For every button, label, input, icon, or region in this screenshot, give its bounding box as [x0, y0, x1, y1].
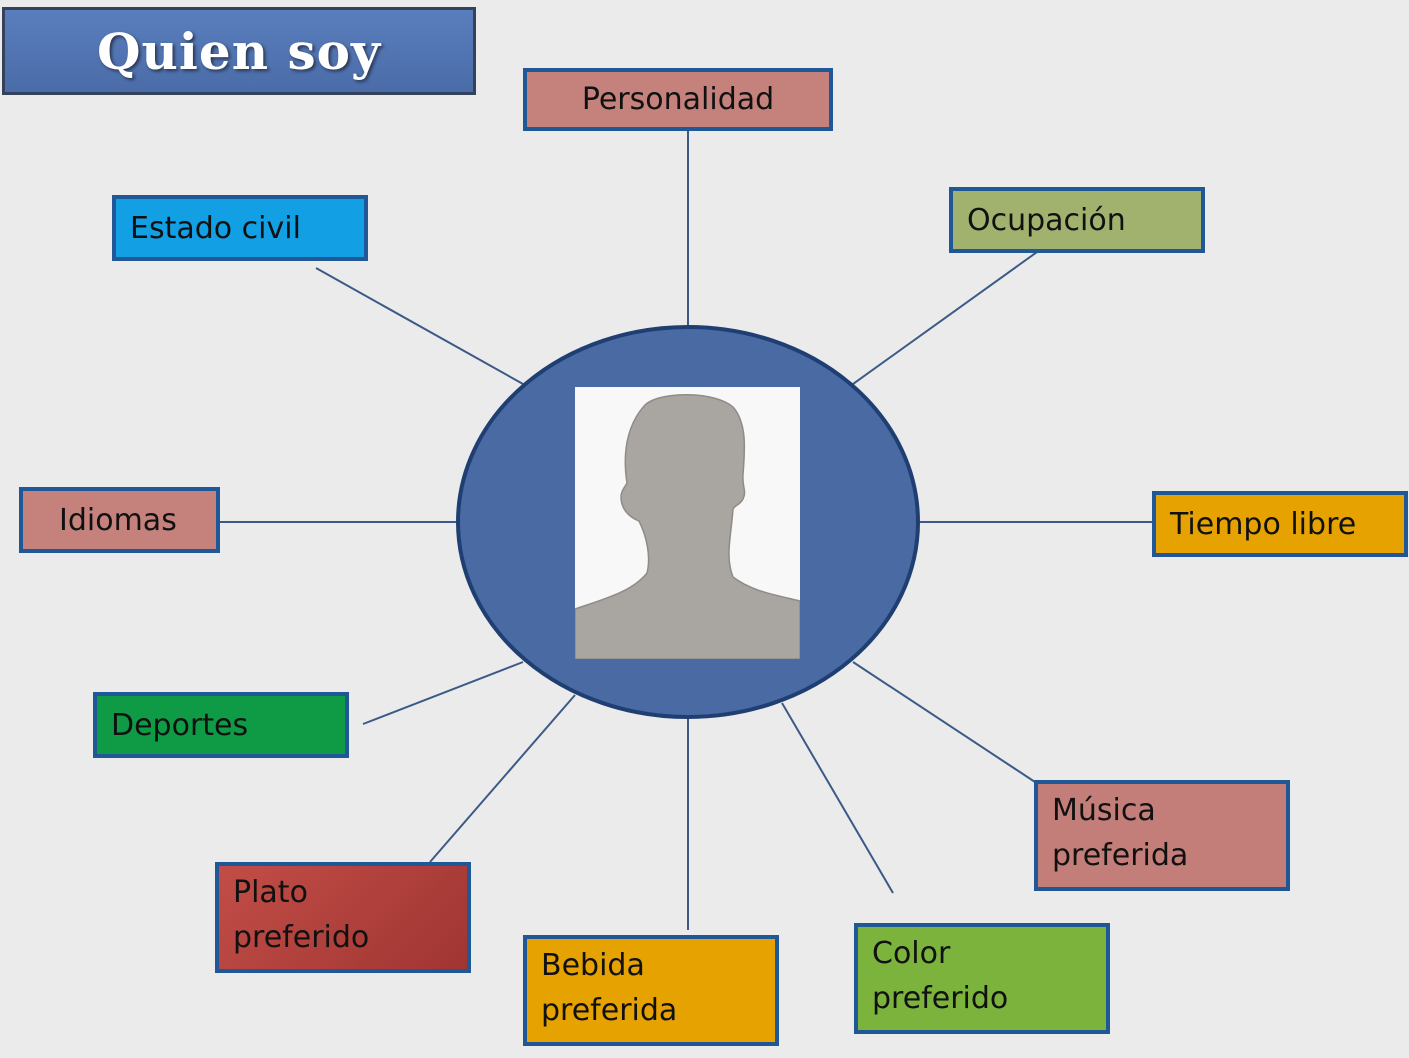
connector-plato — [429, 694, 576, 863]
node-label: Tiempo libre — [1170, 506, 1357, 542]
connector-color — [781, 702, 894, 894]
node-label-line1: Color — [872, 936, 951, 971]
node-label-line1: Bebida — [541, 948, 645, 983]
connector-estado-civil — [315, 267, 524, 385]
node-label: Personalidad — [581, 82, 775, 117]
node-musica-preferida: Música preferida — [1034, 780, 1290, 891]
person-silhouette-icon — [574, 394, 801, 660]
node-label-line1: Plato — [233, 875, 308, 910]
node-plato-preferido: Plato preferido — [215, 862, 471, 973]
node-estado-civil: Estado civil — [112, 195, 368, 261]
node-tiempo-libre: Tiempo libre — [1152, 491, 1408, 557]
node-label: Deportes — [111, 707, 249, 743]
node-label: Ocupación — [967, 202, 1126, 238]
node-label-line2: preferido — [233, 920, 370, 955]
page-title: Quien soy — [96, 21, 382, 81]
connector-deportes — [362, 661, 524, 725]
profile-photo — [574, 387, 801, 660]
connector-musica — [852, 661, 1036, 783]
node-idiomas: Idiomas — [19, 487, 220, 553]
node-ocupacion: Ocupación — [949, 187, 1205, 253]
node-label: Idiomas — [59, 502, 177, 538]
node-label-line1: Música — [1052, 793, 1156, 828]
node-personalidad: Personalidad — [523, 68, 833, 131]
node-label: Estado civil — [130, 210, 301, 246]
title-banner: Quien soy — [2, 7, 476, 95]
node-deportes: Deportes — [93, 692, 349, 758]
node-label-line2: preferida — [541, 993, 678, 1028]
node-label-line2: preferida — [1052, 838, 1189, 873]
connector-ocupacion — [852, 251, 1038, 385]
node-label-line2: preferido — [872, 981, 1009, 1016]
node-bebida-preferida: Bebida preferida — [523, 935, 779, 1046]
node-color-preferido: Color preferido — [854, 923, 1110, 1034]
